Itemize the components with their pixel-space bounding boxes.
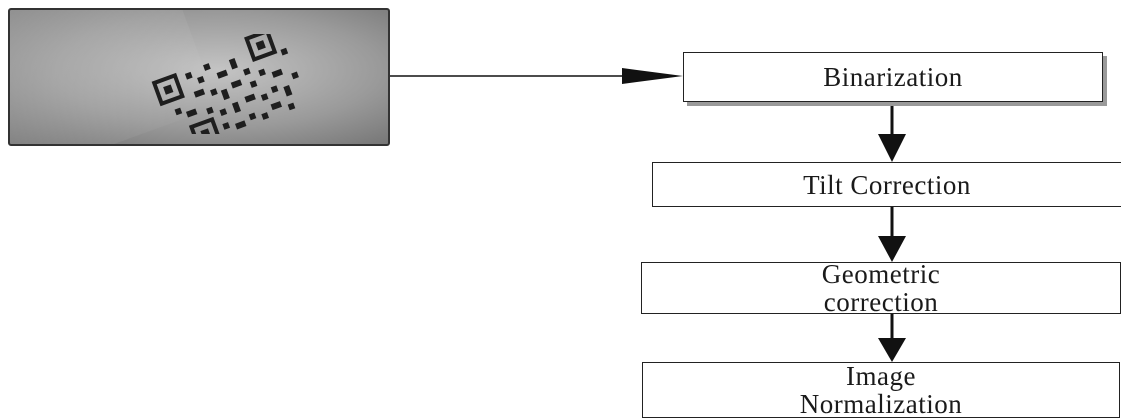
step-binarization-label: Binarization bbox=[823, 62, 963, 92]
step-image-normalization-label: Image Normalization bbox=[799, 361, 963, 419]
arrow-tilt-to-geometric bbox=[878, 207, 906, 262]
step-binarization: Binarization bbox=[683, 52, 1103, 102]
step-tilt-correction: Tilt Correction bbox=[652, 162, 1121, 207]
step-geometric-correction: Geometric correction bbox=[641, 259, 1121, 317]
step-image-normalization: Image Normalization bbox=[642, 362, 1120, 418]
arrow-photo-to-binarization bbox=[390, 68, 683, 84]
step-geometric-correction-label: Geometric correction bbox=[821, 259, 941, 317]
input-photo bbox=[8, 8, 390, 146]
arrow-binarization-to-tilt bbox=[878, 102, 906, 162]
arrow-geometric-to-normalization bbox=[878, 314, 906, 362]
qr-code-image bbox=[151, 34, 299, 134]
step-tilt-correction-label: Tilt Correction bbox=[803, 169, 971, 200]
